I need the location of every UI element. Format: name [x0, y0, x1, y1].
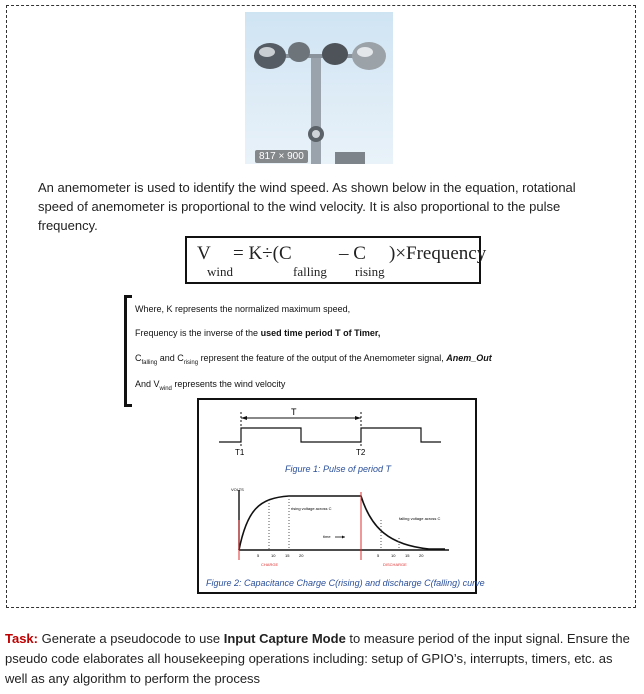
tick-label: 20 — [299, 553, 304, 558]
content-frame — [6, 5, 636, 608]
note-c: Cfalling and Crising represent the featu… — [135, 353, 492, 366]
anemometer-photo: 817 × 900 — [245, 12, 393, 164]
figure1-caption: Figure 1: Pulse of period T — [285, 464, 392, 474]
eq-frequency: )×Frequency — [389, 243, 487, 264]
tick-label: 15 — [405, 553, 410, 558]
task-label: Task: — [5, 631, 38, 646]
volts-axis-label: VOLTS — [231, 487, 244, 492]
tick-label: 15 — [285, 553, 290, 558]
right-tick-labels: 5 10 15 20 — [377, 553, 424, 558]
t2-label: T2 — [356, 448, 366, 457]
eq-k: = K÷(C — [233, 243, 292, 264]
tick-label: 5 — [257, 553, 260, 558]
input-capture-mode: Input Capture Mode — [223, 631, 346, 646]
tick-label: 10 — [271, 553, 276, 558]
eq-falling-sub: falling — [293, 264, 327, 279]
eq-wind-sub: wind — [207, 264, 233, 279]
tick-label: 10 — [391, 553, 396, 558]
note-v: And Vwind represents the wind velocity — [135, 379, 286, 392]
anemometer-illustration — [254, 42, 386, 164]
time-axis-label: time — [323, 534, 331, 539]
t-label: T — [291, 407, 297, 417]
falling-voltage-label: falling voltage across C — [399, 516, 440, 521]
intro-paragraph: An anemometer is used to identify the wi… — [38, 180, 576, 233]
eq-v: V — [197, 243, 211, 264]
eq-rising-sub: rising — [355, 264, 385, 279]
note-frequency: Frequency is the inverse of the used tim… — [135, 328, 381, 338]
charge-label: CHARGE — [261, 562, 278, 567]
discharge-label: DISCHARGE — [383, 562, 407, 567]
equation-notes: Where, K represents the normalized maxim… — [120, 295, 540, 407]
image-size-badge: 817 × 900 — [255, 150, 308, 163]
figure2-caption: Figure 2: Capacitance Charge C(rising) a… — [206, 578, 485, 588]
eq-c-rising: – C — [339, 243, 366, 264]
task-paragraph: Task: Generate a pseudocode to use Input… — [5, 631, 630, 686]
tick-label: 20 — [419, 553, 424, 558]
timing-figures: T T1 T2 VOLTS rising voltage across C fa… — [197, 398, 485, 594]
left-tick-labels: 5 10 15 20 — [257, 553, 304, 558]
note-k: Where, K represents the normalized maxim… — [135, 304, 351, 314]
notes-bracket — [124, 295, 132, 407]
t1-label: T1 — [235, 448, 245, 457]
tick-label: 5 — [377, 553, 380, 558]
figure-drawing: T T1 T2 VOLTS rising voltage across C fa… — [219, 407, 449, 567]
rising-voltage-label: rising voltage across C — [291, 506, 332, 511]
equation-box: V wind = K÷(C falling – C rising )×Frequ… — [185, 236, 486, 284]
